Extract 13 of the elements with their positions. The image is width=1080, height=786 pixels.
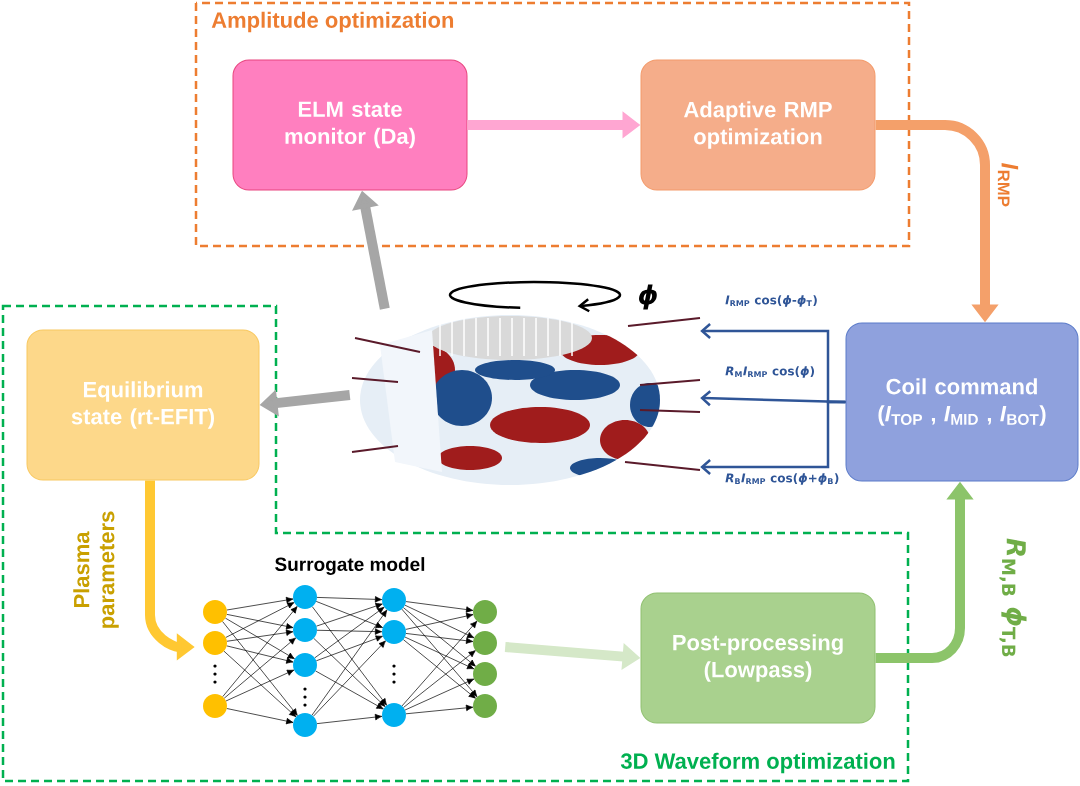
process-box: ELM state monitor (Da) — [232, 59, 468, 191]
process-box: Coil command (I$_{TOP}$ , I$_{MID}$ , I$_{BOT}$) — [845, 322, 1079, 482]
edge-label: R$_{B}$I$_{RMP}$ cos(ϕ+ϕ$_{B}$) — [724, 472, 841, 486]
arrow — [700, 400, 846, 475]
edge-label: I$_{RMP}$ — [996, 161, 1020, 209]
process-box: Post-processing (Lowpass) — [640, 592, 876, 724]
node-label: Surrogate model — [275, 557, 425, 575]
tokamak-drawing — [351, 315, 701, 485]
process-box: Adaptive RMP optimization — [640, 59, 876, 191]
edge-label: Plasma parameters — [72, 499, 120, 641]
edge-label: R$_{M,B}$ ϕ$_{T,B}$ — [998, 536, 1028, 660]
process-box: Equilibrium state (rt-EFIT) — [26, 329, 260, 481]
edge-label: R$_{M}$I$_{RMP}$ cos(ϕ) — [724, 365, 817, 379]
